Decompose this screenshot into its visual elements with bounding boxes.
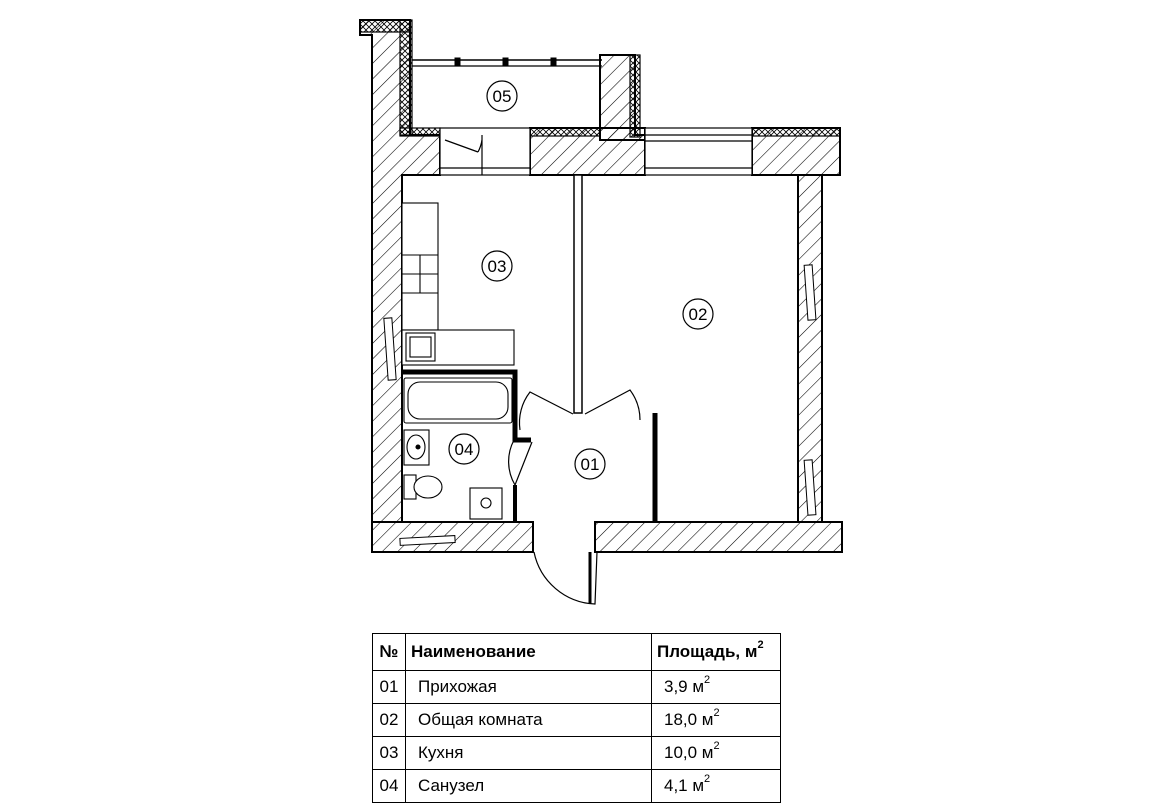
- doors: [508, 389, 641, 605]
- table-row: 04 Санузел 4,1 м2: [372, 769, 781, 803]
- svg-text:05: 05: [493, 87, 512, 106]
- partition-kitchen-room: [573, 174, 583, 414]
- header-name: Наименование: [405, 633, 652, 671]
- wall-bottom-right: [594, 521, 843, 553]
- room-label-03: 03: [481, 250, 513, 282]
- table-header-row: № Наименование Площадь, м2: [372, 633, 781, 671]
- room-schedule-table: № Наименование Площадь, м2 01 Прихожая 3…: [372, 633, 781, 803]
- door-kitchen: [518, 391, 574, 431]
- window-kitchen: [439, 127, 531, 176]
- partitions: [402, 174, 658, 522]
- table-row: 01 Прихожая 3,9 м2: [372, 670, 781, 704]
- table-row: 02 Общая комната 18,0 м2: [372, 703, 781, 737]
- radiators: [383, 264, 817, 546]
- cell-name: Прихожая: [405, 670, 652, 704]
- header-area: Площадь, м2: [651, 633, 781, 671]
- header-number: №: [372, 633, 406, 671]
- cell-number: 01: [372, 670, 406, 704]
- cell-name: Кухня: [405, 736, 652, 770]
- room-labels: 05 03 02 04 01: [448, 80, 714, 480]
- cell-area: 10,0 м2: [651, 736, 781, 770]
- toilet-bowl: [413, 475, 443, 499]
- facing-top-mid: [529, 127, 601, 137]
- balcony-door: [444, 135, 483, 175]
- cell-area: 3,9 м2: [651, 670, 781, 704]
- svg-text:01: 01: [581, 455, 600, 474]
- cell-number: 03: [372, 736, 406, 770]
- bathroom-fixtures: [403, 377, 513, 520]
- svg-text:03: 03: [488, 257, 507, 276]
- cell-area: 4,1 м2: [651, 769, 781, 803]
- svg-text:04: 04: [455, 440, 474, 459]
- windows: [439, 127, 753, 176]
- facing-top-right: [751, 127, 841, 137]
- door-room: [584, 389, 641, 421]
- cell-area: 18,0 м2: [651, 703, 781, 737]
- floor-plan: 05 03 02 04 01: [359, 19, 843, 605]
- room-label-04: 04: [448, 433, 480, 465]
- room-label-02: 02: [682, 298, 714, 330]
- partition-bathroom: [402, 369, 531, 443]
- cell-number: 04: [372, 769, 406, 803]
- window-room: [644, 127, 753, 176]
- room-label-05: 05: [486, 80, 518, 112]
- table-row: 03 Кухня 10,0 м2: [372, 736, 781, 770]
- kitchen-furniture: [401, 202, 515, 366]
- facing-balcony-right: [629, 54, 641, 138]
- door-bathroom: [508, 439, 533, 486]
- cell-name: Санузел: [405, 769, 652, 803]
- cell-number: 02: [372, 703, 406, 737]
- washing-machine: [469, 487, 503, 520]
- stove: [405, 332, 436, 362]
- cell-name: Общая комната: [405, 703, 652, 737]
- facing-left: [399, 19, 413, 136]
- wall-facings: [359, 19, 841, 138]
- door-entrance: [533, 551, 598, 605]
- svg-text:02: 02: [689, 305, 708, 324]
- facing-balcony-bottom: [399, 127, 441, 137]
- balcony: [412, 57, 602, 67]
- room-label-01: 01: [574, 448, 606, 480]
